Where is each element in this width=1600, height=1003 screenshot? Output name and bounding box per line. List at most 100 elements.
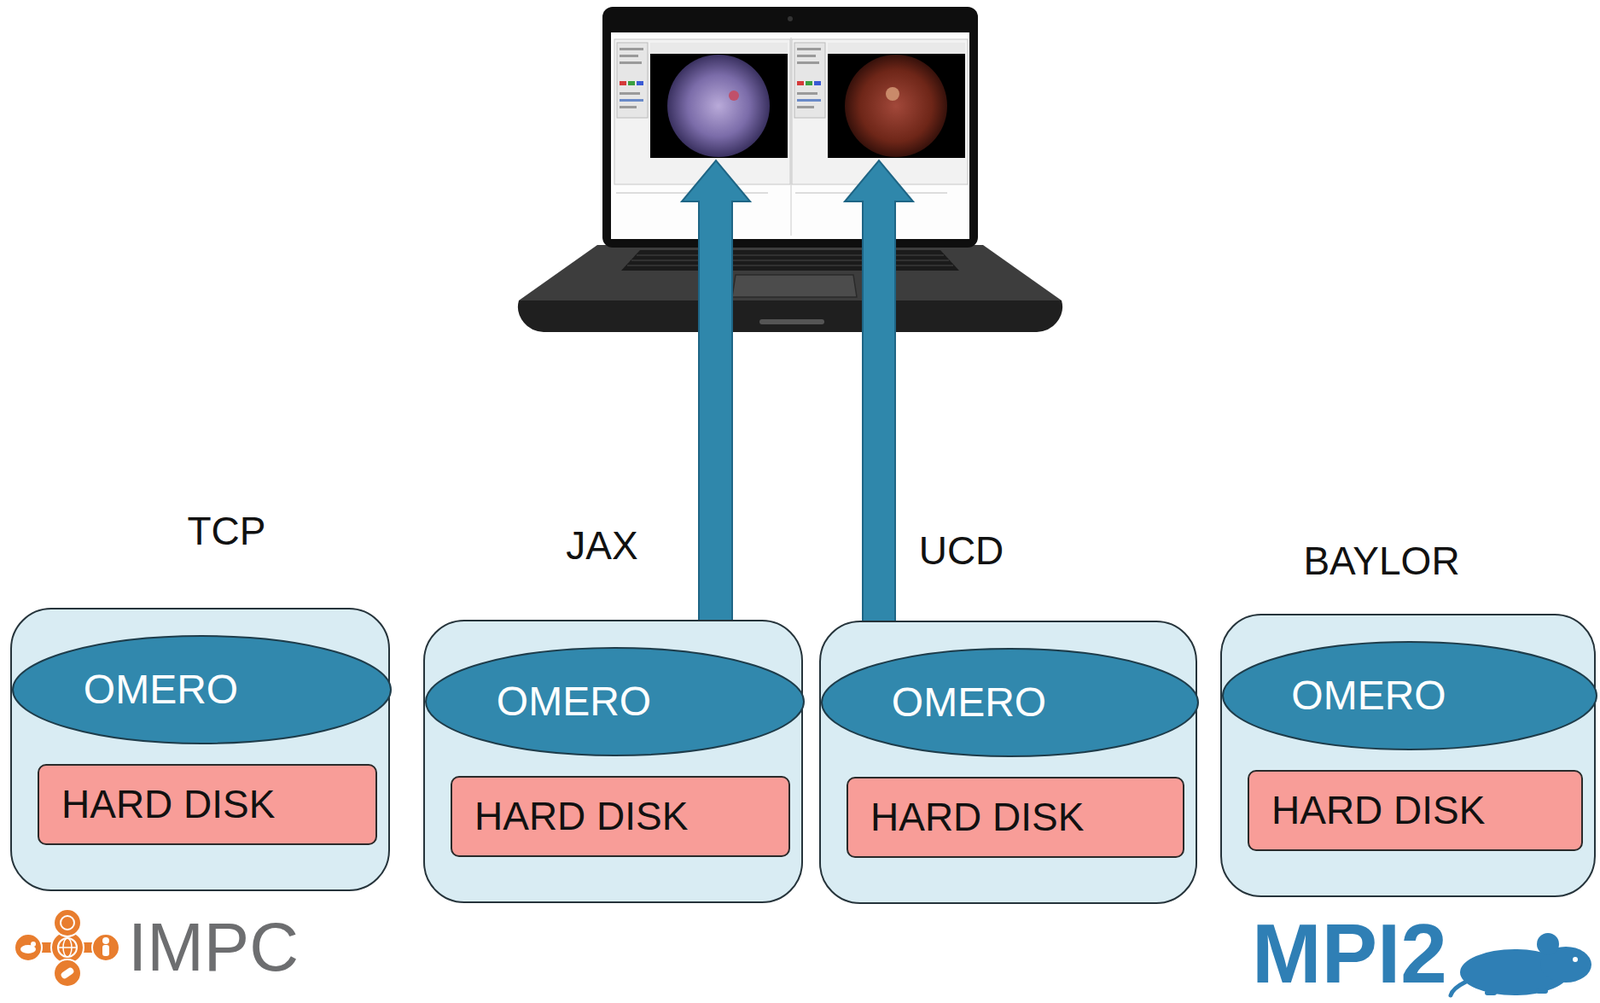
sidebar-line [797, 98, 821, 102]
server-label: OMERO [891, 680, 1047, 726]
channel-red [619, 81, 627, 86]
optic-disc [885, 87, 900, 101]
sidebar-line [797, 92, 818, 95]
server-ellipse: OMERO [1221, 640, 1598, 751]
laptop-trackpad [732, 274, 857, 297]
site-name: TCP [187, 507, 267, 554]
site-container: TCPOMEROHARD DISK [10, 607, 390, 891]
transfer-arrows [681, 160, 914, 649]
image-titlebar [650, 42, 788, 54]
site-name: UCD [919, 527, 1005, 574]
site-container: BAYLOROMEROHARD DISK [1220, 613, 1596, 897]
site-heading-slot: BAYLOR [1303, 537, 1460, 584]
laptop-lid [602, 6, 978, 248]
logo-circle [53, 959, 82, 987]
site-heading-slot: UCD [919, 527, 1005, 574]
sidebar-line [619, 54, 639, 58]
storage-label: HARD DISK [61, 782, 275, 827]
mouse-foot [1536, 988, 1548, 994]
fundus-image [844, 54, 948, 158]
sidebar-line [619, 98, 644, 102]
server-ellipse: OMERO [11, 634, 392, 745]
pane-divider [791, 37, 792, 236]
server-ellipse-shape [821, 648, 1199, 757]
sidebar-line [619, 92, 640, 95]
fundus-image [667, 54, 770, 158]
site-heading-slot: JAX [565, 522, 638, 569]
storage-box: HARD DISK [846, 776, 1185, 858]
server-ellipse-shape [1222, 641, 1597, 750]
logo-circle [14, 933, 42, 961]
impc-logo-icon [14, 908, 120, 987]
sidebar-line [619, 61, 642, 64]
storage-box: HARD DISK [450, 775, 791, 857]
laptop-screen [610, 32, 970, 239]
sidebar-line [797, 47, 821, 51]
sidebar-line [619, 105, 637, 109]
mouse-icon-ear [30, 941, 36, 947]
storage-box: HARD DISK [1247, 769, 1583, 851]
storage-label: HARD DISK [474, 794, 688, 838]
channel-green [628, 81, 635, 86]
globe-outline [60, 915, 75, 930]
sidebar-line [797, 54, 816, 58]
image-titlebar [827, 42, 966, 54]
logo-slot: MPI2 [1251, 911, 1448, 995]
site-name: JAX [565, 522, 638, 569]
logo-text: MPI2 [1251, 911, 1448, 995]
laptop-camera [787, 16, 793, 22]
viewer-window [614, 39, 791, 185]
block-arrow [681, 160, 751, 649]
viewer-sidebar [616, 42, 648, 118]
server-ellipse: OMERO [820, 647, 1199, 757]
logo-text: IMPC [128, 913, 299, 982]
server-ellipse-shape [425, 647, 804, 756]
mouse-foot [1484, 989, 1497, 995]
block-arrow [844, 160, 914, 649]
laptop-front [517, 300, 1063, 332]
storage-label: HARD DISK [870, 795, 1084, 839]
channel-blue [636, 81, 644, 86]
logo-circle [53, 908, 82, 937]
logo-slot: IMPC [128, 913, 299, 982]
channel-red [797, 81, 804, 86]
pill-icon [59, 965, 76, 980]
storage-label: HARD DISK [1271, 788, 1485, 832]
image-frame [650, 53, 788, 158]
server-label: OMERO [83, 667, 239, 713]
server-label: OMERO [496, 679, 652, 725]
person-head [102, 936, 110, 944]
site-container: JAXOMEROHARD DISK [423, 619, 803, 903]
channel-blue [814, 81, 821, 86]
sidebar-line [797, 61, 820, 64]
mouse-tail [1450, 981, 1467, 995]
laptop-deck [518, 244, 1062, 301]
channel-green [805, 81, 813, 86]
key-row [627, 264, 954, 267]
mpi2-mouse-logo [1450, 932, 1592, 995]
mouse-ear [1536, 932, 1560, 955]
sidebar-line [797, 105, 815, 109]
site-name: BAYLOR [1303, 537, 1460, 584]
key-row [636, 254, 944, 256]
server-ellipse-shape [12, 635, 391, 744]
site-container: UCDOMEROHARD DISK [819, 620, 1198, 904]
server-label: OMERO [1291, 673, 1446, 719]
laptop-notch [759, 319, 825, 325]
viewer-sidebar [794, 42, 826, 118]
image-frame [827, 53, 966, 158]
server-ellipse: OMERO [424, 646, 805, 757]
site-heading-slot: TCP [187, 507, 267, 554]
storage-box: HARD DISK [37, 763, 378, 845]
person-body [102, 944, 110, 956]
key-row [631, 259, 949, 262]
laptop-illustration [517, 6, 1063, 332]
globe-equator [58, 946, 77, 949]
fundus-spot [728, 90, 739, 101]
sidebar-line [619, 47, 644, 51]
laptop-keyboard [621, 250, 960, 271]
mouse-eye [1572, 956, 1578, 962]
globe-outline [58, 937, 77, 957]
logo-circle [92, 933, 120, 961]
